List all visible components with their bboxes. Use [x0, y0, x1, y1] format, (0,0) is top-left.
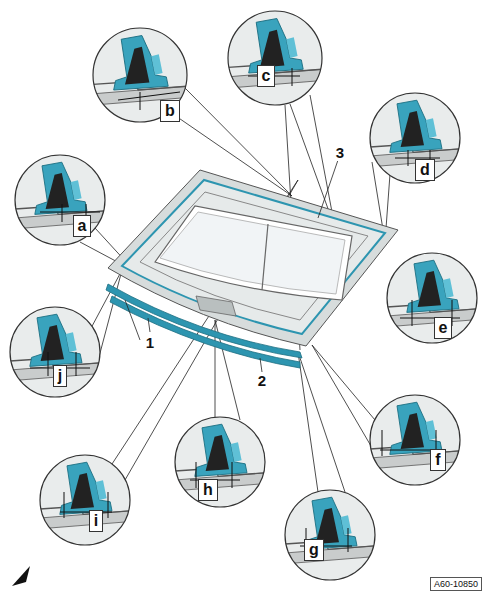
callout-letter-box: h	[198, 479, 218, 501]
callout-letter-box: e	[434, 317, 453, 339]
callout-letter-box: j	[53, 365, 67, 387]
callout-letter: d	[420, 161, 430, 178]
callout-letter-box: i	[89, 510, 103, 532]
callout-number: 2	[256, 372, 268, 389]
orientation-arrow	[12, 566, 30, 586]
callout-letter-box: f	[430, 449, 445, 471]
callout-letter-box: b	[160, 100, 180, 122]
callout-number: 3	[334, 144, 346, 161]
callout-letter: a	[78, 217, 87, 234]
callout-letter-box: d	[415, 159, 435, 181]
figure-number-box: A60-10850	[430, 577, 482, 591]
callout-letter: b	[165, 102, 175, 119]
callout-number: 1	[144, 334, 156, 351]
callout-letter: i	[94, 512, 98, 529]
callout-letter-box: g	[304, 539, 324, 561]
callout-letter-box: a	[73, 215, 92, 237]
callout-letter: j	[58, 367, 62, 384]
dimension-marks	[30, 68, 460, 552]
callout-letter: A60-10850	[434, 579, 478, 589]
callout-letter-box: c	[257, 65, 276, 87]
sunroof-module	[106, 160, 398, 372]
detail-views	[10, 11, 477, 580]
callout-letter: c	[262, 67, 271, 84]
callout-letter: e	[439, 319, 448, 336]
callout-letter: f	[435, 451, 440, 468]
callout-letter: h	[203, 481, 213, 498]
callout-letter: g	[309, 541, 319, 558]
